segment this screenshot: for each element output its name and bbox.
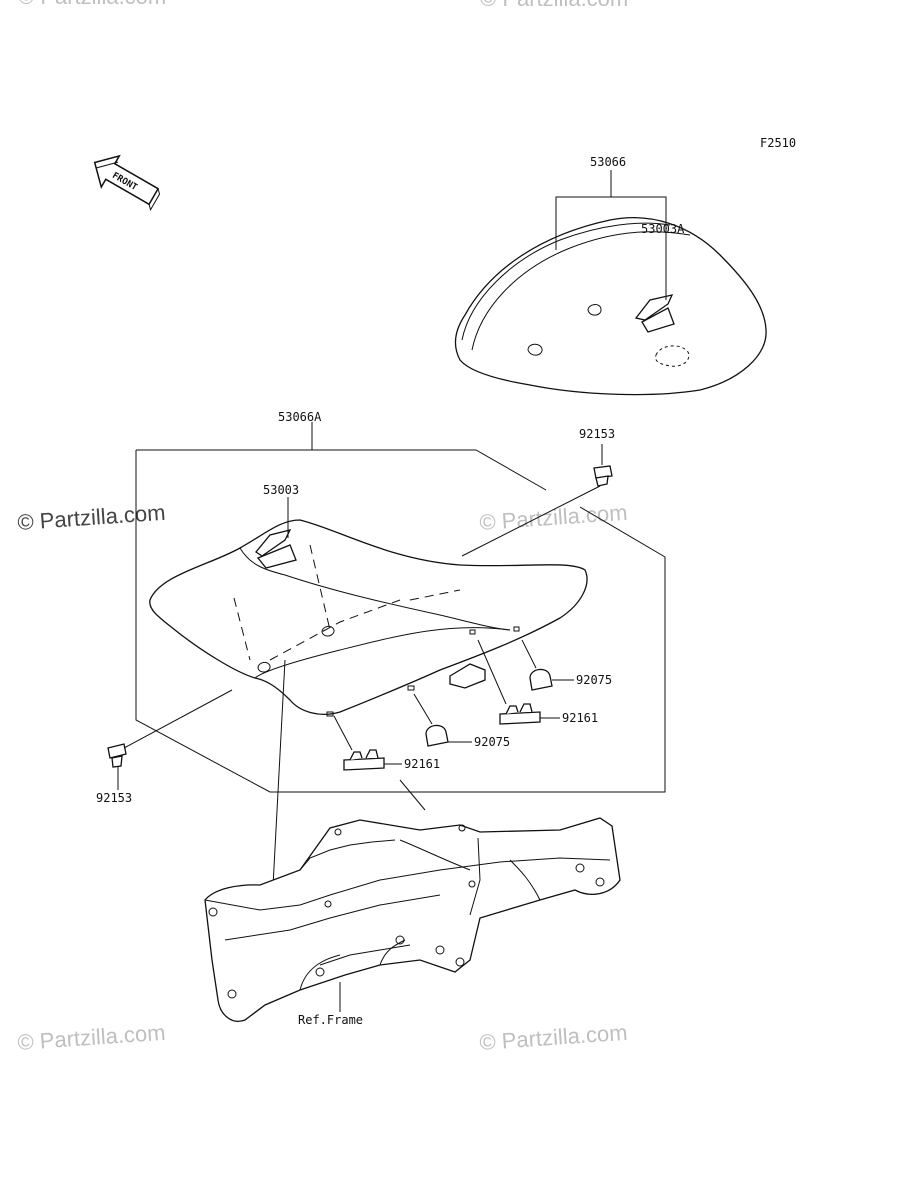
watermark-middle-left: © Partzilla.com bbox=[17, 500, 167, 535]
watermark-top-right: © Partzilla.com bbox=[480, 0, 628, 11]
damper-right[interactable] bbox=[529, 668, 553, 691]
watermark-top-left: © Partzilla.com bbox=[18, 0, 166, 9]
reference-frame[interactable] bbox=[204, 817, 621, 1022]
front-arrow-icon: FRONT bbox=[93, 154, 161, 212]
figure-code: F2510 bbox=[760, 136, 796, 150]
label-53066: 53066 bbox=[590, 155, 626, 169]
label-53003: 53003 bbox=[263, 483, 299, 497]
label-92075-right: 92075 bbox=[576, 673, 612, 687]
clip-right[interactable] bbox=[499, 703, 541, 725]
label-92153-right: 92153 bbox=[579, 427, 615, 441]
label-92161-right: 92161 bbox=[562, 711, 598, 725]
bolt-left[interactable] bbox=[107, 743, 127, 768]
label-92153-left: 92153 bbox=[96, 791, 132, 805]
front-seat[interactable] bbox=[149, 519, 588, 717]
label-92075-center: 92075 bbox=[474, 735, 510, 749]
label-53003A: 53003A bbox=[641, 222, 685, 236]
damper-center[interactable] bbox=[425, 724, 449, 747]
rear-seat[interactable] bbox=[454, 217, 767, 396]
watermark-bottom-right: © Partzilla.com bbox=[479, 1020, 629, 1055]
watermark-bottom-left: © Partzilla.com bbox=[17, 1020, 167, 1055]
clip-left[interactable] bbox=[343, 749, 385, 771]
label-53066A: 53066A bbox=[278, 410, 322, 424]
label-ref-frame: Ref.Frame bbox=[298, 1013, 363, 1027]
label-92161-left: 92161 bbox=[404, 757, 440, 771]
bolt-right[interactable] bbox=[593, 465, 613, 487]
watermark-middle-right: © Partzilla.com bbox=[479, 500, 629, 535]
